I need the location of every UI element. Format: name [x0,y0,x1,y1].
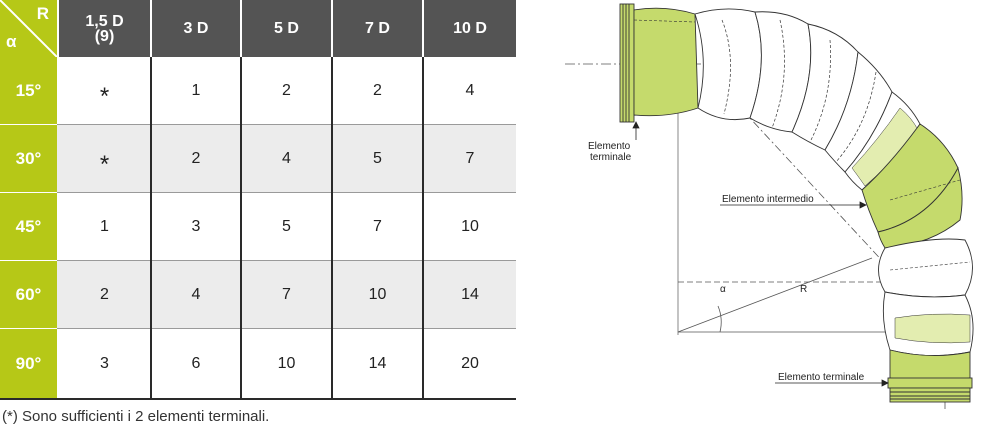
table-cell: * [99,150,110,178]
row-angle-label: 15° [0,57,57,124]
table-cell: * [99,82,110,110]
table-cell: 14 [368,354,387,372]
row-angle-label: 60° [0,261,57,328]
corner-diagonal [0,0,57,57]
table-cell: 7 [465,149,475,167]
pipe-segments-lower [878,238,974,356]
row-divider [57,124,516,125]
table-row: 30° * 2 4 5 7 [0,125,516,192]
table-cell: 4 [465,81,475,99]
label-terminal-top-line1: Elemento [588,141,631,152]
table-cell: 4 [282,149,291,167]
table-row: 45° 1 3 5 7 10 [0,193,516,260]
label-pointers [632,121,889,387]
table-cell: 6 [191,354,201,372]
table-row: 90° 3 6 10 14 20 [0,329,516,398]
header-3d: 3 D [152,0,240,57]
table-cell: 2 [282,81,291,99]
row-angle-label: 90° [0,329,57,398]
row-divider [57,192,516,193]
footnote: (*) Sono sufficienti i 2 elementi termin… [2,408,270,425]
table-cell: 20 [461,354,479,372]
table-cell: 10 [277,354,296,372]
corner-r-label: R [36,4,49,23]
bend-elements-table: R α 1,5 D(9) 3 D 5 D 7 D 10 D 15° * 1 2 … [0,0,516,400]
table-row: 60° 2 4 7 10 14 [0,261,516,328]
table-cell: 10 [368,285,387,303]
header-1-5d: 1,5 D(9) [59,0,150,57]
column-divider [240,57,242,400]
table-cell: 10 [461,217,479,235]
label-terminal-top-line2: terminale [590,152,632,163]
label-alpha: α [720,284,726,295]
table-cell: 2 [373,81,382,99]
table-cell: 5 [373,149,382,167]
terminal-element-bottom [887,349,973,403]
table-corner-cell: R α [0,0,57,57]
table-cell: 3 [100,354,109,372]
row-divider [57,260,516,261]
table-cell: 4 [191,285,201,303]
pipe-segments-upper [694,8,921,191]
table-cell: 3 [191,217,201,235]
terminal-element-top [619,3,699,123]
header-10d: 10 D [424,0,516,57]
label-terminal-bottom: Elemento terminale [778,372,865,383]
label-radius: R [800,284,807,295]
column-divider [331,57,333,400]
row-divider [57,328,516,329]
intermediate-element [861,123,963,249]
table-cell: 2 [100,285,109,303]
row-angle-label: 30° [0,125,57,192]
table-cell: 5 [282,217,291,235]
table-cell: 2 [191,149,201,167]
pipe-bend-diagram: Elemento terminale Elemento intermedio E… [565,3,974,412]
table-cell: 14 [461,285,479,303]
column-divider [150,57,152,400]
header-7d: 7 D [333,0,422,57]
table-cell: 7 [373,217,382,235]
table-cell: 7 [282,285,291,303]
table-cell: 1 [191,81,201,99]
row-angle-label: 45° [0,193,57,260]
header-5d: 5 D [242,0,331,57]
label-intermediate-element: Elemento intermedio [722,194,814,205]
table-bottom-border [0,398,516,400]
table-row: 15° * 1 2 2 4 [0,57,516,124]
corner-alpha-label: α [6,32,17,51]
pipe-segment-dashes [721,19,877,163]
column-divider [422,57,424,400]
table-cell: 1 [100,217,109,235]
